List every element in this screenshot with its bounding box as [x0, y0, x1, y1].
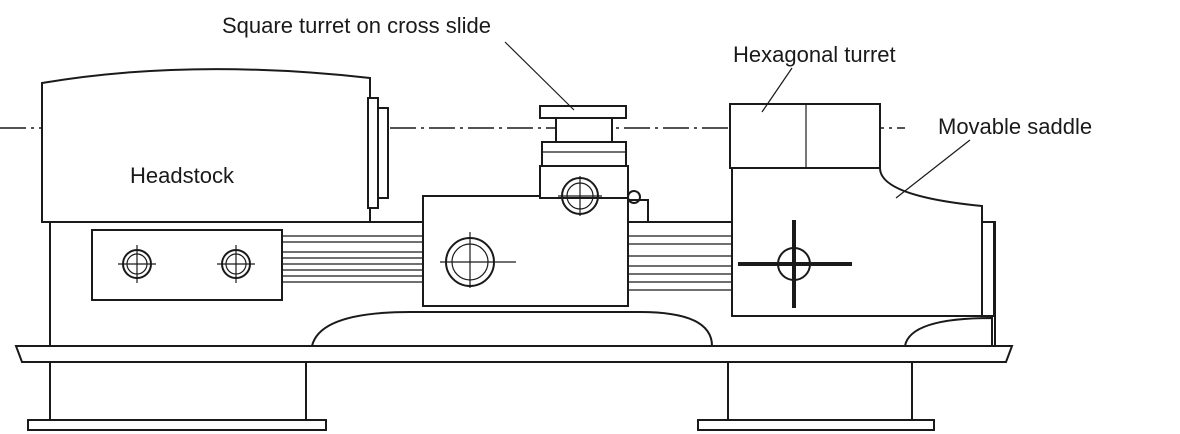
square-turret-body — [541, 141, 627, 167]
right-foot — [697, 419, 935, 431]
hexagonal-turret — [729, 103, 881, 169]
cross-slide-carriage — [422, 105, 649, 307]
bed-arch — [311, 311, 713, 347]
movable-saddle-label: Movable saddle — [938, 114, 1092, 139]
gear-box — [91, 229, 283, 301]
lathe-base — [14, 345, 1014, 431]
carriage-apron — [422, 195, 629, 307]
cross-slide-handwheel — [558, 176, 602, 216]
gear-box-knob-left — [118, 245, 156, 283]
headstock-body — [41, 68, 371, 223]
left-foot — [27, 419, 327, 431]
cross-slide — [539, 165, 629, 199]
saddle-capstan-handle — [738, 220, 852, 308]
bed-top-plate — [14, 345, 1014, 363]
saddle-end-plate — [981, 221, 995, 317]
headstock: Headstock — [41, 68, 389, 223]
movable-saddle-leader — [895, 139, 971, 199]
cross-slide-lever-pivot — [627, 190, 641, 204]
square-turret-leader — [504, 41, 575, 111]
square-turret-label: Square turret on cross slide — [222, 13, 491, 38]
hexagonal-turret-body — [729, 103, 881, 169]
square-turret-post — [555, 117, 613, 143]
left-leg — [49, 357, 307, 423]
hexagonal-turret-label: Hexagonal turret — [733, 42, 896, 67]
gear-box-knob-right — [217, 245, 255, 283]
saddle-body — [731, 167, 983, 317]
headstock-spindle-nose — [377, 107, 389, 199]
movable-saddle — [731, 167, 995, 317]
right-leg — [727, 357, 913, 423]
headstock-spindle-flange — [367, 97, 379, 209]
gear-box-housing — [91, 229, 283, 301]
apron-handwheel — [440, 232, 516, 288]
headstock-label: Headstock — [130, 163, 235, 188]
hexagonal-turret-leader — [761, 67, 793, 113]
square-turret-cap — [539, 105, 627, 119]
cross-slide-lever — [628, 199, 649, 222]
